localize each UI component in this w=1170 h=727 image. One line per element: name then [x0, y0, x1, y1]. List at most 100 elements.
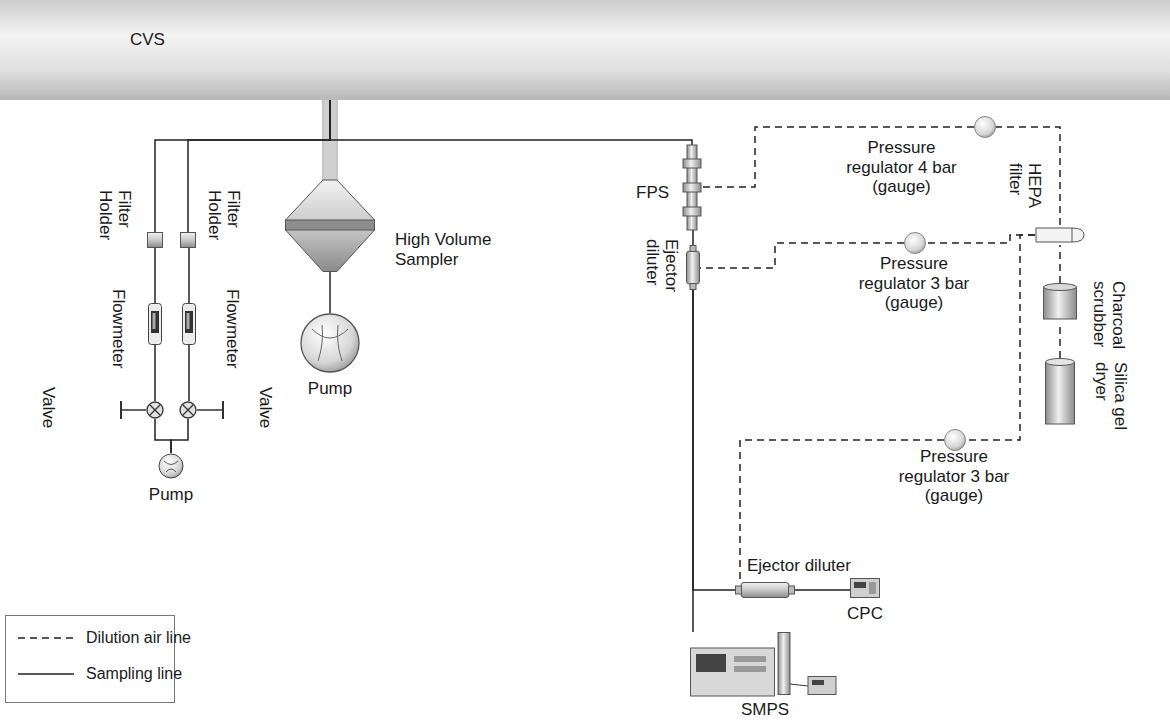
sampling-line: [329, 272, 331, 313]
filter-holder: Filter Holder: [180, 232, 196, 248]
component-label: FPS: [636, 183, 669, 203]
sampling-line: [692, 230, 694, 245]
flowmeter-part: [185, 311, 193, 333]
component-label: High Volume Sampler: [395, 230, 495, 269]
smps-instrument-part: [696, 654, 726, 672]
legend-row: Sampling line: [6, 660, 174, 688]
sampling-line: [171, 419, 188, 453]
legend-row: Dilution air line: [6, 624, 174, 652]
silica-gel-dryer-shape: [1045, 358, 1075, 425]
ejector-diluter-part: [789, 586, 795, 594]
ejector-diluter-part: [690, 246, 696, 252]
pump-part: [164, 461, 178, 472]
pressure-regulator: Pressure regulator 3 bar (gauge): [904, 232, 926, 254]
filter-holder-shape: [147, 232, 163, 248]
filter-holder: Filter Holder: [147, 232, 163, 248]
flowmeter-part: [151, 311, 159, 333]
flowmeter-shape: [148, 303, 162, 345]
fps-probe-shape: [682, 145, 702, 230]
charcoal-scrubber-part: [1044, 287, 1077, 319]
high-volume-sampler-part: [286, 220, 375, 230]
high-volume-sampler-shape: [285, 180, 375, 272]
sampling-line: [188, 248, 190, 303]
component-label: Valve: [38, 387, 58, 428]
valve: Valve: [146, 401, 164, 419]
dilution-air-line: [740, 440, 944, 582]
cpc-counter-part: [854, 582, 866, 588]
charcoal-scrubber: Charcoal scrubber: [1043, 283, 1077, 322]
ejector-diluter-part: [736, 586, 742, 594]
high-volume-sampler-part: [286, 180, 375, 272]
component-label: CPC: [847, 604, 883, 624]
dilution-air-line: [1059, 322, 1061, 358]
valve-part: [147, 402, 163, 418]
pump-part: [312, 325, 348, 361]
charcoal-scrubber-part: [1044, 284, 1077, 291]
component-label: CVS: [130, 30, 165, 50]
ejector-diluter-part: [687, 251, 700, 284]
sampling-line: [154, 345, 156, 401]
valve-shape: [179, 401, 197, 419]
cpc-counter-part: [851, 579, 880, 598]
filter-holder-part: [148, 233, 163, 248]
tube-wall: [323, 100, 324, 182]
sampling-line: [154, 248, 156, 303]
smps-instrument-part: [734, 656, 766, 662]
ejector-diluter-shape: [735, 582, 795, 598]
cpc-counter-shape: [850, 578, 880, 598]
smps-instrument-part: [691, 648, 775, 696]
pump-part: [159, 454, 183, 478]
pump-shape: [158, 453, 184, 479]
sampling-line: [693, 290, 735, 590]
pressure-regulator: Pressure regulator 4 bar (gauge): [974, 116, 996, 138]
component-label: Flowmeter: [108, 289, 128, 368]
tube-wall: [337, 100, 338, 182]
ejector-diluter-part: [741, 583, 789, 598]
valve-part: [183, 405, 194, 416]
flowmeter-shape: [182, 303, 196, 345]
smps-instrument-part: [808, 677, 836, 695]
legend-box: Dilution air lineSampling line: [5, 615, 175, 703]
smps-instrument-part: [778, 633, 790, 695]
fps-probe-part: [683, 159, 701, 168]
silica-gel-dryer-part: [1046, 359, 1075, 366]
valve-handle: [121, 409, 146, 411]
dilution-air-line: [1059, 245, 1061, 283]
component-label: Pressure regulator 4 bar (gauge): [844, 138, 959, 197]
sampling-line: [155, 419, 171, 453]
component-label: Flowmeter: [222, 289, 242, 368]
smps-instrument-shape: [690, 632, 840, 697]
ejector-diluter: Ejector diluter: [735, 582, 795, 598]
component-label: Filter Holder: [95, 190, 134, 250]
smps-instrument: SMPS: [690, 632, 840, 697]
dilution-air-line: [926, 235, 1035, 243]
legend-sample: [18, 633, 74, 643]
component-label: Pump: [149, 485, 193, 505]
pump: Pump: [158, 453, 184, 479]
sampling-line: [188, 345, 190, 401]
pressure-regulator-shape: [974, 116, 996, 138]
sampling-line: [692, 290, 694, 632]
component-label: Ejector diluter: [642, 239, 681, 305]
legend-sample: [18, 669, 74, 679]
dilution-air-line: [966, 235, 1035, 440]
hepa-filter-part: [1036, 228, 1084, 242]
component-label: Pressure regulator 3 bar (gauge): [894, 447, 1014, 506]
ejector-diluter-shape: [686, 245, 700, 290]
component-label: Valve: [255, 387, 275, 428]
pressure-regulator: Pressure regulator 3 bar (gauge): [944, 429, 966, 451]
flowmeter-part: [187, 313, 190, 329]
legend-line-sample: [18, 673, 74, 675]
pump-shape: [300, 313, 360, 373]
flowmeter: Flowmeter: [148, 303, 162, 345]
dilution-air-line: [700, 243, 904, 268]
cpc-counter-part: [869, 582, 876, 594]
dilution-air-line: [996, 127, 1060, 225]
ejector-diluter-part: [690, 284, 696, 290]
fps-probe: FPS: [682, 145, 702, 230]
filter-holder-part: [181, 233, 196, 248]
hepa-filter-shape: [1035, 225, 1085, 245]
component-label: Filter Holder: [204, 190, 243, 250]
